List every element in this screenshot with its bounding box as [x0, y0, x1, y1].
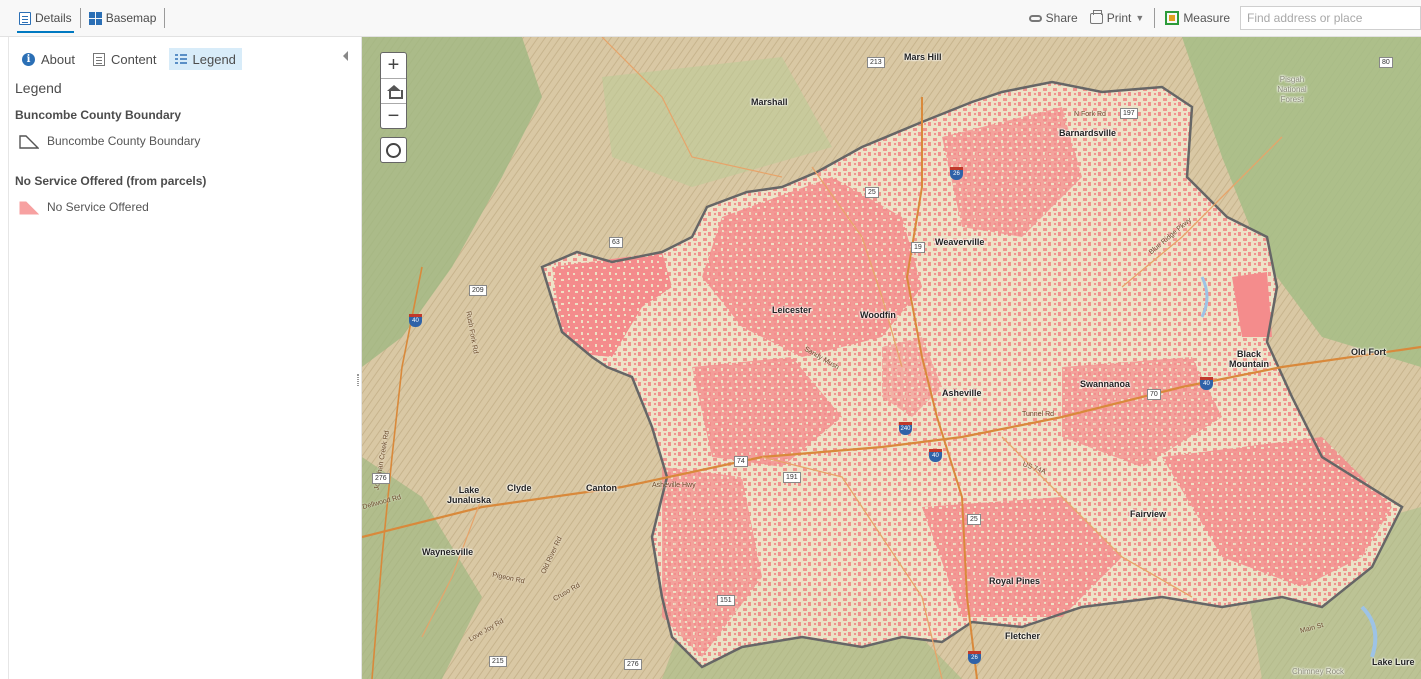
tab-about-label: About — [41, 51, 75, 67]
legend-item: No Service Offered — [19, 199, 149, 215]
search-input[interactable] — [1240, 6, 1421, 30]
basemap-terrain — [362, 37, 1421, 679]
basemap-icon — [88, 11, 102, 25]
legend-item-label: No Service Offered — [47, 200, 149, 214]
map-label-place: Lake Lure — [1372, 657, 1415, 667]
route-shield: 25 — [865, 187, 879, 198]
share-label: Share — [1045, 11, 1078, 25]
details-label: Details — [35, 11, 72, 25]
chevron-down-icon: ▼ — [1135, 13, 1145, 23]
print-label: Print — [1106, 11, 1132, 25]
map-label-place: Mars Hill — [904, 52, 942, 62]
map-label-place: Asheville — [942, 388, 982, 398]
panel-edge — [8, 37, 9, 679]
map-label-place: Royal Pines — [989, 576, 1041, 586]
map-view[interactable]: + − Mars Hill Marshall Barnardsville Wea… — [362, 37, 1421, 679]
route-shield: 213 — [867, 57, 885, 68]
map-label-place: Pisgah National Forest — [1277, 75, 1307, 104]
legend-item-label: Buncombe County Boundary — [47, 134, 201, 148]
route-shield: 74 — [734, 456, 748, 467]
top-toolbar: Details Basemap Share Print ▼ Measure — [0, 0, 1421, 37]
tab-content[interactable]: Content — [87, 48, 163, 70]
details-button[interactable]: Details — [17, 0, 74, 36]
legend-icon — [174, 53, 187, 66]
locate-button[interactable] — [380, 137, 407, 163]
route-shield: 19 — [911, 242, 925, 253]
tab-content-label: Content — [110, 51, 157, 67]
legend-heading: Legend — [15, 80, 62, 96]
map-label-road: Tunnel Rd — [1022, 411, 1055, 418]
map-label-place: Fairview — [1130, 509, 1167, 519]
collapse-panel-icon[interactable] — [343, 51, 348, 61]
map-label-place: Weaverville — [935, 237, 985, 247]
map-label-place: Black Mountain — [1229, 349, 1269, 369]
zoom-in-button[interactable]: + — [387, 54, 400, 76]
zoom-out-button[interactable]: − — [381, 103, 406, 128]
map-label-place: Clyde — [507, 483, 532, 493]
route-shield: 70 — [1147, 389, 1161, 400]
legend-layer-title: No Service Offered (from parcels) — [15, 174, 207, 188]
map-label-place: Chimney Rock — [1292, 667, 1345, 676]
route-shield: 215 — [489, 656, 507, 667]
tab-about[interactable]: i About — [16, 48, 81, 70]
toolbar-divider — [164, 8, 166, 28]
print-button[interactable]: Print ▼ — [1088, 0, 1147, 36]
details-panel: i About Content Legend Legend Buncombe C… — [0, 37, 362, 679]
boundary-outline-icon — [19, 135, 39, 149]
home-icon — [386, 85, 403, 99]
interstate-shield: 40 — [409, 314, 422, 327]
map-label-place: Marshall — [751, 97, 788, 107]
zoom-control: + − — [380, 52, 407, 129]
route-shield: 151 — [717, 595, 735, 606]
map-label-road: Asheville Hwy — [652, 482, 696, 489]
route-shield: 276 — [624, 659, 642, 670]
tab-legend[interactable]: Legend — [168, 48, 242, 70]
measure-button[interactable]: Measure — [1163, 0, 1232, 36]
info-icon: i — [22, 52, 35, 66]
route-shield: 63 — [609, 237, 623, 248]
map-label-place: Woodfin — [860, 310, 896, 320]
interstate-shield: 26 — [968, 651, 981, 664]
share-icon — [1028, 14, 1042, 22]
tab-legend-label: Legend — [192, 51, 236, 67]
toolbar-divider — [79, 8, 81, 28]
basemap-label: Basemap — [105, 11, 157, 25]
interstate-shield: 240 — [899, 422, 912, 435]
details-icon — [19, 11, 31, 25]
measure-label: Measure — [1183, 11, 1230, 25]
route-shield: 25 — [967, 514, 981, 525]
route-shield: 197 — [1120, 108, 1138, 119]
polygon-fill-icon — [19, 201, 39, 215]
locate-icon — [386, 142, 401, 158]
panel-tabs: i About Content Legend — [16, 48, 242, 70]
map-label-road: N Fork Rd — [1074, 111, 1106, 118]
route-shield: 191 — [783, 472, 801, 483]
interstate-shield: 40 — [929, 449, 942, 462]
panel-resize-handle[interactable] — [357, 374, 359, 386]
route-shield: 80 — [1379, 57, 1393, 68]
share-button[interactable]: Share — [1027, 0, 1080, 36]
toolbar-divider — [1154, 8, 1156, 28]
map-label-place: Barnardsville — [1059, 128, 1117, 138]
interstate-shield: 26 — [950, 167, 963, 180]
map-label-place: Lake Junaluska — [446, 485, 492, 505]
route-shield: 276 — [372, 473, 390, 484]
measure-icon — [1165, 11, 1180, 25]
map-label-place: Leicester — [772, 305, 812, 315]
print-icon — [1089, 9, 1103, 24]
map-label-place: Old Fort — [1351, 347, 1386, 357]
map-label-place: Canton — [586, 483, 617, 493]
legend-layer-title: Buncombe County Boundary — [15, 108, 182, 122]
home-button[interactable] — [381, 78, 406, 103]
basemap-button[interactable]: Basemap — [87, 0, 159, 36]
interstate-shield: 40 — [1200, 377, 1213, 390]
route-shield: 209 — [469, 285, 487, 296]
legend-item: Buncombe County Boundary — [19, 133, 200, 149]
map-label-place: Waynesville — [422, 547, 474, 557]
map-label-place: Swannanoa — [1080, 379, 1131, 389]
map-label-place: Fletcher — [1005, 631, 1041, 641]
content-icon — [92, 52, 105, 66]
